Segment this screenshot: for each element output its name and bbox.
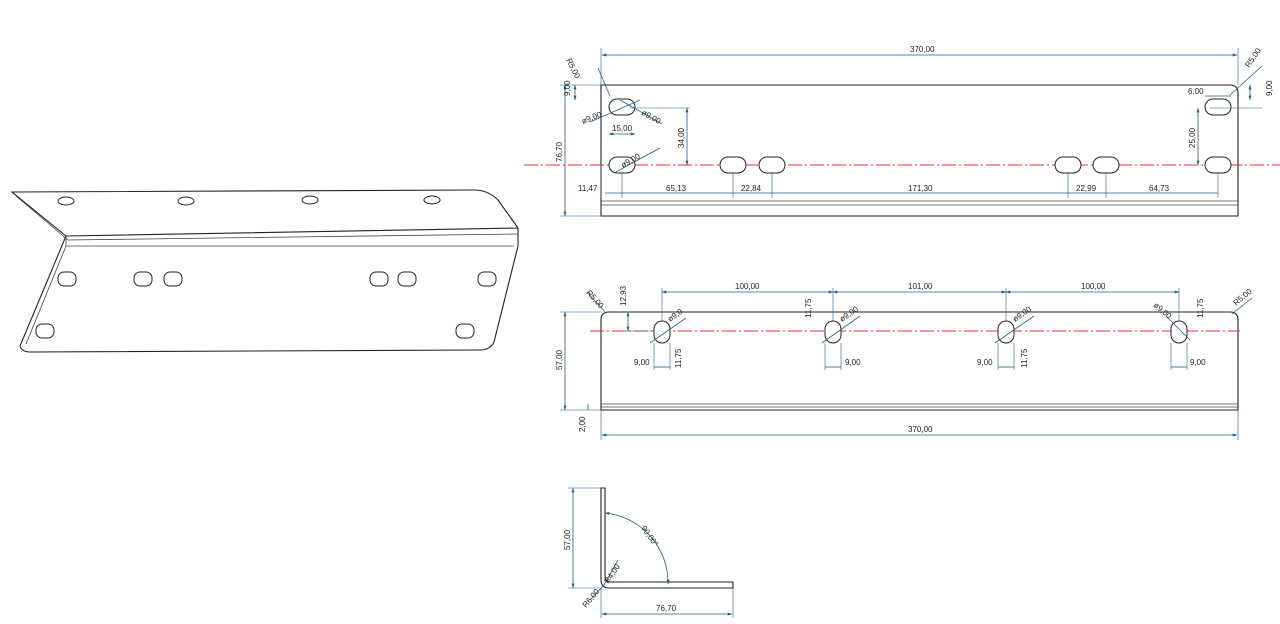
dim-chain-5: 22,99 — [1076, 184, 1097, 193]
top-slot-1 — [719, 156, 747, 174]
iso-web-slot-6 — [477, 271, 497, 287]
top-slot-upper-right — [1204, 98, 1232, 116]
iso-front-web — [19, 228, 519, 353]
iso-web-slot-4 — [369, 271, 389, 287]
isometric-view — [10, 189, 520, 353]
iso-top-hole-3 — [301, 195, 319, 205]
front-dim-slot-height-2: 11,75 — [804, 298, 813, 318]
iso-web-slot-1 — [57, 271, 77, 287]
top-slot-4 — [1092, 156, 1120, 174]
dim-edge-offset-left: 9,00 — [563, 80, 572, 96]
front-dim-spacing-1: 100,00 — [735, 282, 760, 291]
front-dim-slot-width-4: 9,00 — [1190, 358, 1206, 367]
side-dim-angle: 90,00° — [639, 524, 660, 548]
iso-top-hole-1 — [57, 196, 75, 206]
front-dim-slot-height-4: 11,75 — [1196, 298, 1205, 318]
side-dim-height: 57,00 — [563, 529, 572, 550]
dim-overall-length: 370,00 — [910, 45, 935, 54]
side-angle-arc — [604, 512, 670, 585]
dim-hole-spacing-vertical: 34,00 — [677, 127, 686, 148]
dim-corner-radius-left: R5,00 — [564, 57, 582, 81]
top-slot-3 — [1054, 156, 1082, 174]
side-dim-outer-radius: R6,00 — [581, 587, 602, 610]
front-slot-1 — [653, 320, 671, 344]
front-dim-hole-dia-4: ø9,00 — [1152, 301, 1174, 321]
front-dim-slot-height-1: 11,75 — [674, 348, 683, 368]
front-dim-radius-right: R5,00 — [1232, 287, 1255, 308]
front-dim-slot-width-1: 9,00 — [634, 358, 650, 367]
front-slot-2 — [824, 320, 842, 344]
dim-slot-length: 15,00 — [612, 124, 633, 133]
iso-top-hole-4 — [423, 195, 441, 205]
front-dim-hole-dia-3: ø9,00 — [1011, 304, 1033, 323]
top-slot-2 — [758, 156, 786, 174]
front-slot-4 — [1170, 320, 1188, 344]
iso-web-slot-2 — [133, 271, 153, 287]
dim-corner-radius-right: R5,00 — [1243, 46, 1263, 69]
front-dim-thickness: 2,00 — [578, 416, 587, 432]
front-dim-slot-width-3: 9,00 — [977, 358, 993, 367]
dim-chain-2: 65,13 — [666, 184, 687, 193]
dim-slot-dia-b: ø9,00 — [640, 108, 663, 126]
side-view: 57,00 90,00° R4,00 R6,00 76,70 — [563, 487, 734, 618]
front-dim-slot-width-2: 9,00 — [845, 358, 861, 367]
dim-edge-offset-right: 9,00 — [1265, 80, 1274, 96]
front-dim-height: 57,00 — [555, 349, 564, 370]
dim-chain-6: 64,73 — [1149, 184, 1170, 193]
front-dim-spacing-2: 101,00 — [908, 282, 933, 291]
side-view-profile — [600, 487, 734, 589]
front-dim-top-to-center: 12,93 — [619, 285, 628, 306]
front-dim-hole-dia-2: ø9,00 — [838, 304, 860, 323]
front-dim-spacing-3: 100,00 — [1081, 282, 1106, 291]
iso-web-slot-8 — [455, 323, 475, 339]
top-view: 370,00 R5,00 R5,00 9,00 9,00 76,70 15,00… — [524, 45, 1280, 217]
front-view-outline — [600, 311, 1239, 411]
front-dim-slot-height-3: 11,75 — [1020, 348, 1029, 368]
dim-right-hole-spacing: 25,00 — [1188, 127, 1197, 148]
front-view: R5,00 R5,00 12,93 100,00 101,00 100,00 ø… — [555, 282, 1254, 440]
dim-slot-dia-a: ø9,00 — [580, 110, 603, 126]
iso-top-hole-2 — [177, 196, 195, 206]
top-slot-lower-right — [1204, 156, 1232, 174]
dim-chain-4: 171,30 — [908, 184, 933, 193]
iso-web-slot-7 — [35, 323, 55, 339]
iso-web-slot-3 — [163, 271, 183, 287]
front-dim-radius-left: R5,00 — [585, 288, 606, 310]
iso-web-slot-5 — [397, 271, 417, 287]
dim-total-height: 76,70 — [555, 141, 564, 162]
top-view-outline — [600, 84, 1239, 217]
dim-chain-1: 11,47 — [578, 184, 598, 193]
dim-chain-3: 22,84 — [741, 184, 762, 193]
front-dim-overall-length: 370,00 — [908, 425, 933, 434]
iso-top-flange — [10, 189, 520, 237]
side-dim-width: 76,70 — [656, 604, 677, 613]
dim-right-slot-offset: 6,00 — [1188, 87, 1204, 96]
